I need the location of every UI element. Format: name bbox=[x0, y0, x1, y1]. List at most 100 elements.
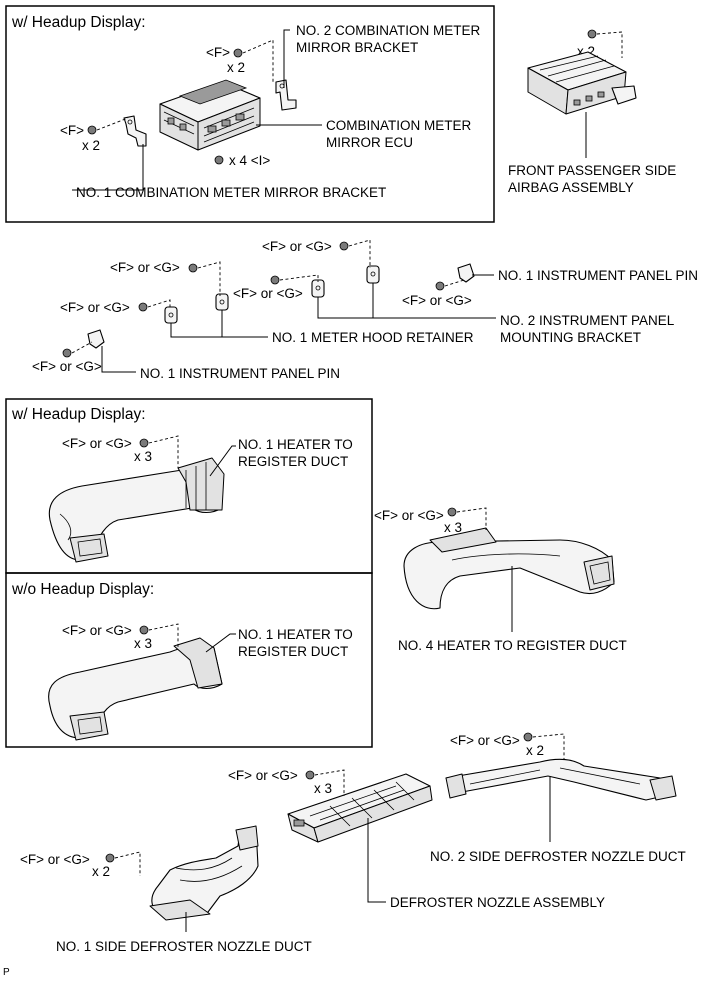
fastener-line bbox=[279, 274, 319, 282]
screw-icon bbox=[305, 770, 315, 780]
fastener-line bbox=[147, 299, 171, 309]
label-defroster-nozzle: DEFROSTER NOZZLE ASSEMBLY bbox=[390, 895, 605, 910]
fastener-line bbox=[314, 769, 345, 796]
panel-box-middle-wo-hud bbox=[5, 572, 373, 748]
label-no1-mirror-bracket: NO. 1 COMBINATION METER MIRROR BRACKET bbox=[76, 185, 386, 200]
no2-panel-mounting-bracket-left-part bbox=[311, 279, 325, 298]
no2-panel-mounting-bracket-right-part bbox=[366, 265, 380, 284]
meter-hood-retainer-right-part bbox=[215, 293, 229, 311]
footer-code: P bbox=[3, 967, 10, 978]
fastener-label: <F> or <G> bbox=[262, 239, 332, 254]
screw-icon bbox=[105, 853, 115, 863]
label-no1-heater-duct-wo-hud-line1: NO. 1 HEATER TO bbox=[238, 627, 353, 642]
fastener-line bbox=[242, 39, 274, 84]
no1-panel-pin-right-part bbox=[457, 263, 475, 283]
fastener-count: x 2 bbox=[227, 60, 245, 75]
leader-line bbox=[367, 818, 386, 903]
label-no1-meter-hood-retainer: NO. 1 METER HOOD RETAINER bbox=[272, 330, 474, 345]
fastener-label: <F> or <G> bbox=[60, 300, 130, 315]
label-no2-mirror-bracket-line1: NO. 2 COMBINATION METER bbox=[296, 23, 481, 38]
fastener-line bbox=[197, 261, 221, 296]
fastener-line bbox=[596, 31, 623, 58]
fastener-count: x 2 bbox=[82, 138, 100, 153]
screw-icon bbox=[139, 625, 149, 635]
label-passenger-airbag-line2: AIRBAG ASSEMBLY bbox=[508, 180, 634, 195]
panel-title-top-hud: w/ Headup Display: bbox=[11, 14, 146, 31]
fastener-label: <F> or <G> bbox=[62, 623, 132, 638]
screw-icon bbox=[447, 507, 457, 517]
combination-meter-mirror-ecu-part bbox=[159, 79, 261, 151]
screw-icon bbox=[523, 732, 533, 742]
no4-heater-duct-part bbox=[403, 527, 615, 610]
fastener-line bbox=[456, 507, 487, 530]
fastener-line bbox=[148, 435, 179, 468]
panel-title-middle-hud: w/ Headup Display: bbox=[11, 406, 146, 423]
fastener-label: <F> or <G> bbox=[450, 733, 520, 748]
fastener-line bbox=[444, 279, 465, 287]
no2-side-defroster-duct-part bbox=[445, 758, 677, 801]
fastener-label: <F> or <G> bbox=[20, 852, 90, 867]
leader-line bbox=[205, 633, 236, 653]
no2-mirror-bracket-part bbox=[275, 79, 297, 111]
label-no2-mirror-bracket-line2: MIRROR BRACKET bbox=[296, 40, 418, 55]
fastener-line bbox=[148, 623, 179, 648]
leader-line bbox=[170, 310, 268, 338]
label-no1-panel-pin-left: NO. 1 INSTRUMENT PANEL PIN bbox=[140, 366, 340, 381]
fastener-count: x 2 bbox=[92, 864, 110, 879]
label-mirror-ecu-line1: COMBINATION METER bbox=[326, 118, 472, 133]
screw-icon bbox=[87, 125, 97, 135]
screw-icon bbox=[138, 302, 148, 312]
fastener-count: x 4 <I> bbox=[229, 153, 270, 168]
meter-hood-retainer-left-part bbox=[164, 306, 178, 324]
defroster-nozzle-assembly-part bbox=[287, 773, 433, 843]
label-no1-heater-duct-hud-line1: NO. 1 HEATER TO bbox=[238, 437, 353, 452]
screw-icon bbox=[214, 155, 224, 165]
fastener-label: <F> bbox=[206, 45, 230, 60]
screw-icon bbox=[587, 29, 597, 39]
leader-line bbox=[72, 144, 144, 191]
no1-panel-pin-left-part bbox=[87, 329, 105, 349]
fastener-label: <F> or <G> bbox=[228, 768, 298, 783]
label-no1-heater-duct-hud-line2: REGISTER DUCT bbox=[238, 454, 348, 469]
fastener-label: <F> bbox=[60, 123, 84, 138]
no1-side-defroster-duct-part bbox=[149, 825, 259, 921]
label-no1-panel-pin-right: NO. 1 INSTRUMENT PANEL PIN bbox=[498, 268, 698, 283]
fastener-count: x 3 bbox=[134, 636, 152, 651]
fastener-label: <F> or <G> bbox=[32, 359, 102, 374]
leader-line bbox=[317, 283, 496, 319]
screw-icon bbox=[62, 348, 72, 358]
no1-heater-duct-wo-hud-part bbox=[48, 637, 223, 741]
label-passenger-airbag-line1: FRONT PASSENGER SIDE bbox=[508, 163, 676, 178]
label-mirror-ecu-line2: MIRROR ECU bbox=[326, 135, 413, 150]
front-passenger-airbag-part bbox=[527, 51, 637, 115]
fastener-line bbox=[96, 117, 129, 131]
fastener-line bbox=[71, 341, 93, 354]
screw-icon bbox=[188, 263, 198, 273]
leader-line bbox=[209, 445, 236, 477]
fastener-count: x 3 bbox=[444, 520, 462, 535]
leader-line bbox=[283, 29, 290, 88]
panel-title-middle-wo-hud: w/o Headup Display: bbox=[11, 581, 154, 598]
label-no2-panel-mounting-bracket-line1: NO. 2 INSTRUMENT PANEL bbox=[500, 313, 675, 328]
leader-line bbox=[101, 346, 136, 373]
label-no1-side-defroster-duct: NO. 1 SIDE DEFROSTER NOZZLE DUCT bbox=[56, 939, 312, 954]
fastener-label: <F> or <G> bbox=[374, 508, 444, 523]
no1-mirror-bracket-part bbox=[123, 115, 147, 147]
fastener-label: <F> or <G> bbox=[233, 286, 303, 301]
label-no2-panel-mounting-bracket-line2: MOUNTING BRACKET bbox=[500, 330, 641, 345]
fastener-line bbox=[114, 851, 141, 876]
screw-icon bbox=[270, 275, 280, 285]
fastener-count: x 3 bbox=[134, 449, 152, 464]
screw-icon bbox=[339, 241, 349, 251]
no1-heater-duct-hud-part bbox=[48, 457, 225, 563]
fastener-count: x 2 bbox=[526, 743, 544, 758]
fastener-count: x 3 bbox=[314, 781, 332, 796]
screw-icon bbox=[233, 48, 243, 58]
label-no2-side-defroster-duct: NO. 2 SIDE DEFROSTER NOZZLE DUCT bbox=[430, 849, 686, 864]
panel-box-top-hud bbox=[5, 5, 495, 223]
screw-icon bbox=[139, 438, 149, 448]
label-no4-heater-duct: NO. 4 HEATER TO REGISTER DUCT bbox=[398, 638, 627, 653]
fastener-line bbox=[348, 239, 371, 268]
screw-icon bbox=[435, 281, 445, 291]
